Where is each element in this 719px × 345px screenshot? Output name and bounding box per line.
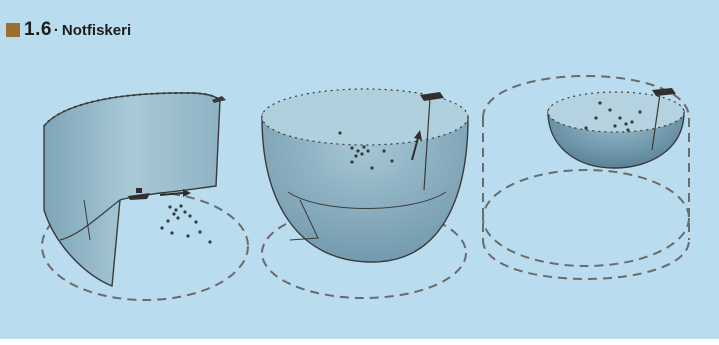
panel-2-seabed-outline (261, 207, 467, 299)
heading-marker (6, 23, 20, 37)
panel-3-bottom-outline (482, 239, 690, 280)
panel-2-purse-line (423, 97, 431, 191)
panel-1-direction-arrow (159, 192, 184, 196)
panel-1-buoy (212, 96, 226, 103)
panel-2-fish-school (338, 131, 394, 170)
panel-2-inner-fold (287, 191, 447, 209)
panel-1-fish-school (160, 204, 212, 244)
panel-2-boat (420, 92, 444, 101)
panel-1-net-fold (83, 199, 91, 241)
panel-1-arrowhead (183, 189, 191, 197)
panel-3-boat (652, 88, 676, 96)
heading-separator: · (53, 21, 59, 39)
panel-1-float-line (43, 91, 221, 127)
panel-2-float-line (261, 88, 469, 146)
panel-1-net-wall (43, 92, 221, 288)
panel-2-arrowhead (414, 130, 422, 140)
panel-2 (261, 88, 469, 299)
panel-3-seabed-outline (482, 169, 690, 267)
figure-heading: 1.6 · Notfiskeri (6, 19, 131, 41)
panel-2-net-seam (289, 199, 319, 241)
panel-3-purse-line (651, 93, 661, 151)
panel-3 (482, 75, 690, 280)
figure-number: 1.6 (24, 19, 52, 40)
panel-3-float-line (547, 91, 685, 133)
panel-1-purse-line (59, 199, 121, 241)
figure-title: Notfiskeri (61, 21, 132, 39)
panel-2-direction-arrow (411, 137, 419, 161)
panel-1-boat (128, 188, 150, 200)
panel-3-fish-school (584, 101, 642, 132)
panel-1 (41, 91, 249, 301)
panel-3-top-outline (482, 75, 690, 119)
